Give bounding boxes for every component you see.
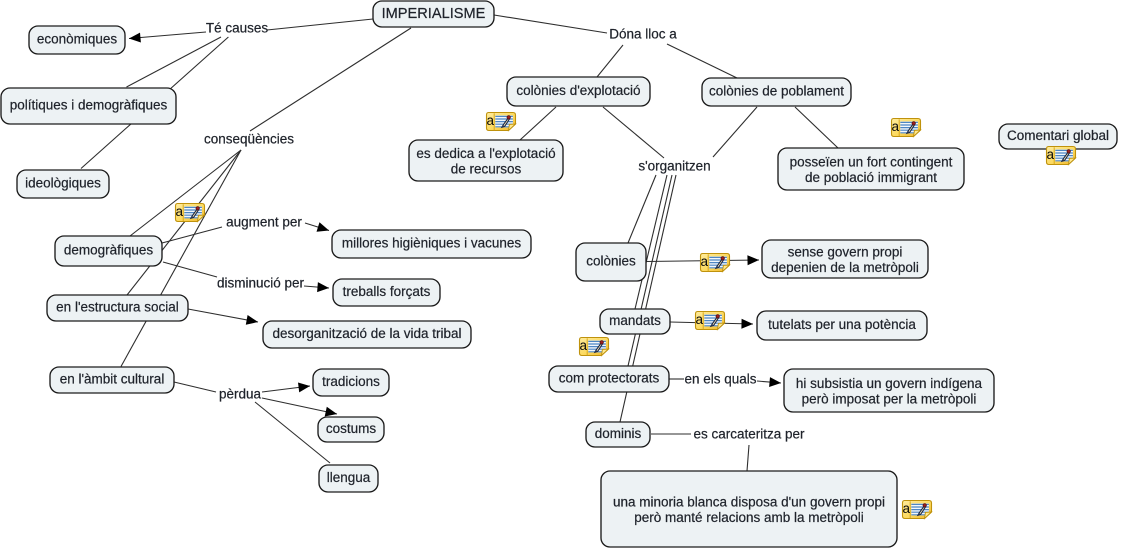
svg-text:augment per: augment per [226,215,302,230]
svg-text:disminució per: disminució per [217,276,305,291]
svg-text:de recursos: de recursos [451,162,522,177]
svg-text:demogràfiques: demogràfiques [64,243,154,258]
svg-text:treballs forçats: treballs forçats [343,284,431,299]
svg-text:colònies de poblament: colònies de poblament [709,84,844,99]
svg-text:es dedica a l'explotació: es dedica a l'explotació [416,146,555,161]
svg-text:en l'estructura social: en l'estructura social [56,300,179,315]
svg-text:dominis: dominis [595,426,642,441]
svg-text:en l'àmbit cultural: en l'àmbit cultural [60,372,165,387]
svg-text:millores higièniques i vacunes: millores higièniques i vacunes [342,236,522,251]
svg-text:tradicions: tradicions [322,374,380,389]
svg-text:però imposat per la metròpoli: però imposat per la metròpoli [802,392,977,407]
svg-text:depenien de la metròpoli: depenien de la metròpoli [771,260,919,275]
svg-text:pèrdua: pèrdua [219,387,262,402]
svg-text:econòmiques: econòmiques [37,32,118,47]
svg-text:es carcateritza per: es carcateritza per [693,427,805,442]
svg-text:sense govern propi: sense govern propi [788,245,903,260]
svg-text:desorganització de la vida tri: desorganització de la vida tribal [272,326,461,341]
svg-text:polítiques i demogràfiques: polítiques i demogràfiques [10,98,168,113]
svg-text:com protectorats: com protectorats [559,371,660,386]
svg-text:però manté relacions amb la me: però manté relacions amb la metròpoli [634,510,864,525]
svg-text:colònies: colònies [586,254,636,269]
svg-text:ideològiques: ideològiques [25,176,101,191]
svg-text:IMPERIALISME: IMPERIALISME [382,6,486,22]
svg-text:Comentari global: Comentari global [1007,128,1109,143]
svg-text:llengua: llengua [327,470,371,485]
svg-text:hi subsistia un govern indígen: hi subsistia un govern indígena [796,376,983,391]
svg-text:mandats: mandats [609,313,661,328]
svg-text:Dóna lloc a: Dóna lloc a [609,27,677,42]
svg-text:s'organitzen: s'organitzen [638,159,710,174]
svg-text:tutelats per una potència: tutelats per una potència [768,317,916,332]
svg-text:posseïen un fort contingent: posseïen un fort contingent [790,155,953,170]
svg-text:costums: costums [326,421,377,436]
svg-text:de població immigrant: de població immigrant [805,170,937,185]
svg-text:una minoria blanca disposa d'u: una minoria blanca disposa d'un govern p… [613,495,885,510]
svg-text:en els quals: en els quals [684,372,756,387]
svg-text:colònies d'explotació: colònies d'explotació [516,83,640,98]
svg-text:Té causes: Té causes [206,21,269,36]
svg-text:conseqüències: conseqüències [204,132,294,147]
